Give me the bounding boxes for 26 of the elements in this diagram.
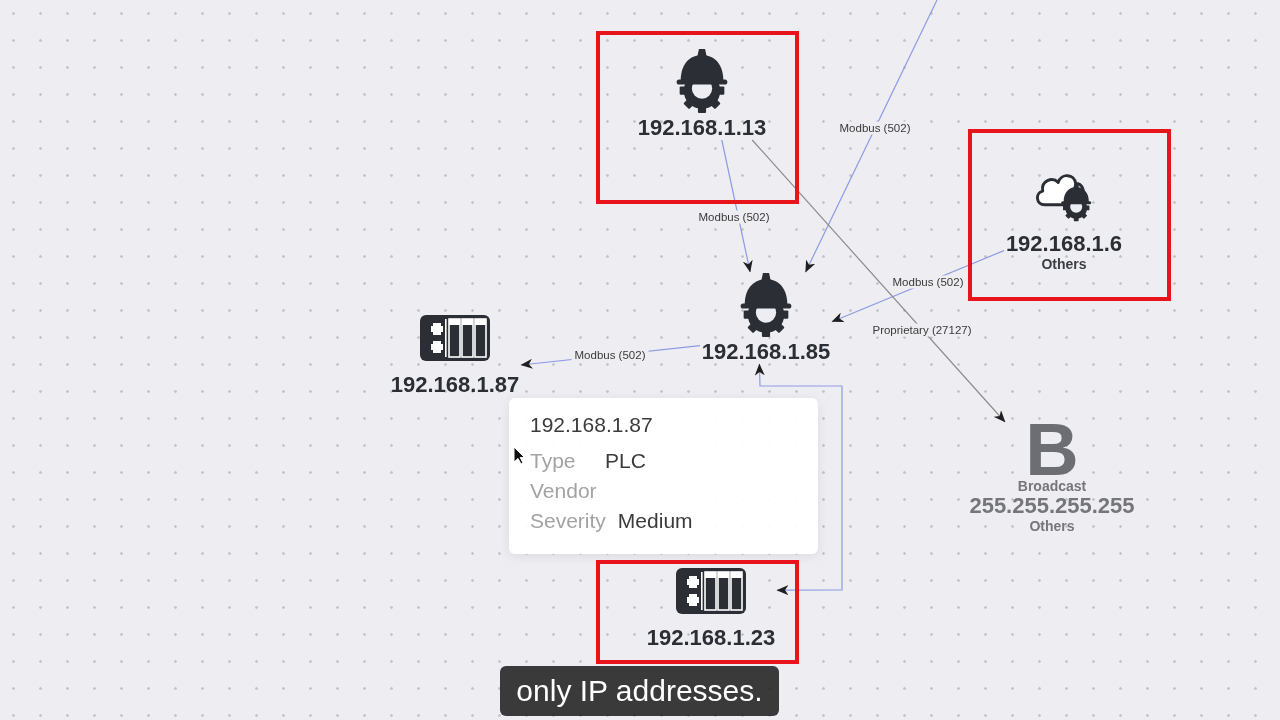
tooltip-title: 192.168.1.87	[530, 412, 653, 438]
ip-address: 192.168.1.23	[646, 626, 776, 650]
vendor-label: Others	[1029, 518, 1075, 534]
broadcast-letter: B	[1025, 422, 1079, 478]
ip-address: 255.255.255.255	[969, 494, 1135, 518]
tooltip-card	[509, 398, 818, 554]
highlight-frame	[968, 129, 1171, 301]
ip-address: 192.168.1.87	[390, 373, 520, 397]
ip-address: 192.168.1.85	[701, 340, 831, 364]
highlight-frame	[596, 560, 799, 664]
field-value: Medium	[617, 508, 693, 534]
field-value: PLC	[605, 448, 646, 474]
highlight-frame	[596, 31, 799, 204]
field-label: Vendor	[530, 478, 597, 504]
device-type-label: Broadcast	[1017, 478, 1087, 494]
connector-arrow	[721, 139, 753, 273]
subtitle-caption: only IP addresses.	[500, 666, 779, 716]
ip-address: 192.168.1.13	[637, 116, 767, 140]
ip-address: 192.168.1.6	[1005, 232, 1123, 256]
edge-label: Modbus (502)	[571, 348, 649, 362]
field-label: Severity	[530, 508, 606, 534]
connector-arrow	[754, 363, 843, 596]
field-label: Type	[530, 448, 577, 474]
connector-arrow	[805, 0, 938, 273]
connector-arrow	[751, 139, 1006, 423]
vendor-label: Others	[1041, 256, 1087, 272]
